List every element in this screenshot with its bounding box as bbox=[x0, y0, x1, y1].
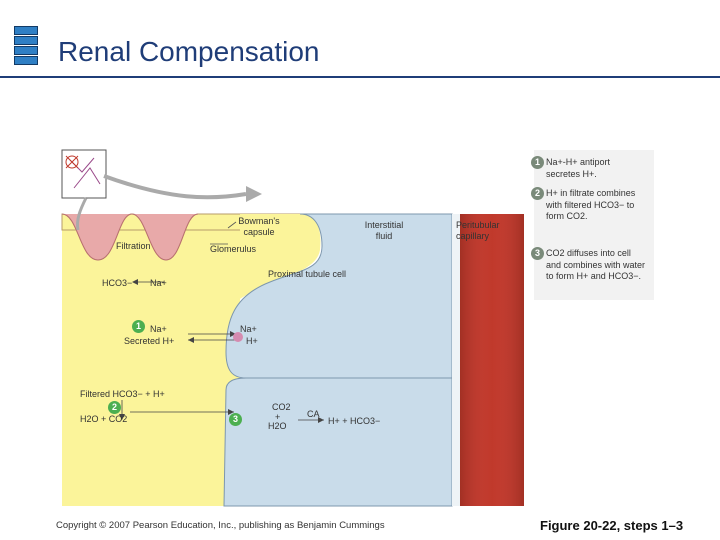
step-2-text: H+ in filtrate combines with filtered HC… bbox=[546, 188, 636, 221]
copyright-footer: Copyright © 2007 Pearson Education, Inc.… bbox=[56, 520, 385, 531]
na-lumen-label: Na+ bbox=[150, 278, 167, 288]
step-marker-1: 1 bbox=[132, 320, 145, 333]
proximal-tubule-cell-label: Proximal tubule cell bbox=[268, 269, 347, 279]
hco3-label: HCO3− bbox=[102, 278, 133, 288]
plus-label: + bbox=[275, 412, 281, 422]
na-secreted-label: Na+ bbox=[150, 324, 167, 334]
interstitial-fluid-label: Interstitial fluid bbox=[364, 220, 404, 241]
title-divider bbox=[0, 76, 720, 78]
h-cell-label: H+ bbox=[246, 336, 258, 346]
proximal-tubule-cell bbox=[225, 213, 453, 379]
filtration-label: Filtration bbox=[116, 241, 151, 251]
secreted-h-label: Secreted H+ bbox=[124, 336, 175, 346]
nephron-arrow bbox=[103, 174, 247, 200]
step-3-text: CO2 diffuses into cell and combines with… bbox=[546, 248, 646, 281]
figure-caption: Figure 20-22, steps 1–3 bbox=[540, 518, 684, 533]
h-hco3-label: H+ + HCO3− bbox=[328, 416, 381, 426]
filtrate-lumen bbox=[62, 214, 240, 506]
ca-label: CA bbox=[307, 409, 320, 419]
nephron-sketch-icon bbox=[61, 149, 107, 199]
co2-label: CO2 bbox=[272, 402, 291, 412]
glomerulus-label: Glomerulus bbox=[210, 244, 257, 254]
step-badge-1: 1 bbox=[531, 156, 544, 169]
bowmans-capsule-label: Bowman's capsule bbox=[238, 216, 280, 237]
step-1-text: Na+-H+ antiport secretes H+. bbox=[546, 157, 611, 179]
step-marker-3: 3 bbox=[229, 413, 242, 426]
steps-panel bbox=[534, 150, 654, 300]
slide-title: Renal Compensation bbox=[58, 36, 320, 67]
step-badge-3: 3 bbox=[531, 247, 544, 260]
lower-tubule-cell bbox=[223, 377, 453, 507]
glomerulus-loop-left bbox=[61, 213, 133, 261]
presentation-logo-icon bbox=[14, 26, 38, 66]
na-cell-label: Na+ bbox=[240, 324, 257, 334]
step-badge-2: 2 bbox=[531, 187, 544, 200]
glomerulus-loop-right bbox=[131, 213, 199, 261]
step-marker-2: 2 bbox=[108, 401, 121, 414]
filtered-label: Filtered HCO3− + H+ bbox=[80, 389, 165, 399]
antiporter-icon bbox=[233, 332, 243, 342]
peritubular-capillary-label: Peritubular capillary bbox=[456, 220, 500, 241]
h2o-co2-label: H2O + CO2 bbox=[80, 414, 128, 424]
h2o-label: H2O bbox=[268, 421, 287, 431]
